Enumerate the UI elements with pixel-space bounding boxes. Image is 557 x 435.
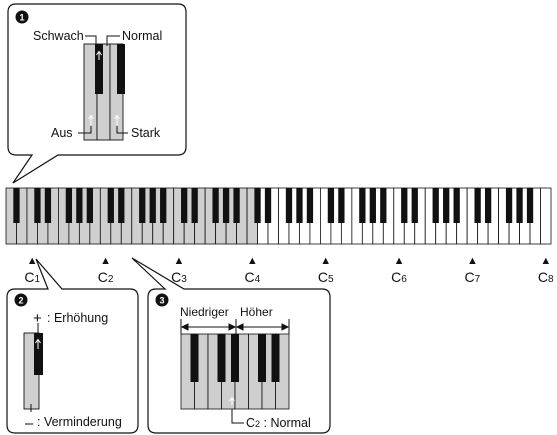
octave-marker-triangle: ▲ [173, 255, 184, 267]
octave-marker-triangle: ▲ [394, 255, 405, 267]
octave-label: C3 [171, 269, 187, 285]
black-key [401, 188, 408, 223]
label-erhoehung: : Erhöhung [47, 311, 108, 325]
black-key [369, 188, 376, 223]
black-key [306, 188, 314, 223]
callout-1-keys [83, 43, 125, 141]
black-key [76, 188, 83, 223]
label-schwach: Schwach [33, 29, 84, 43]
octave-marker-triangle: ▲ [320, 255, 331, 267]
octave-label: C8 [538, 269, 554, 285]
octave-label: C4 [244, 269, 260, 285]
white-key [540, 187, 552, 245]
range-arrows [180, 319, 290, 334]
label-stark: Stark [131, 126, 161, 140]
label-niedriger: Niedriger [180, 305, 229, 319]
keyboard [5, 187, 552, 245]
black-key [254, 188, 261, 223]
black-key [181, 188, 188, 223]
black-key [139, 188, 146, 223]
black-key [13, 188, 20, 223]
black-key [453, 188, 460, 223]
callout-3-leader [229, 396, 244, 424]
black-key [44, 188, 52, 223]
octave-marker-triangle: ▲ [467, 255, 478, 267]
black-key [432, 188, 439, 223]
mini-black-key [258, 334, 266, 382]
callout-2-number: 2 [18, 296, 23, 306]
octave-label: C7 [465, 269, 481, 285]
black-key [264, 188, 272, 223]
minus-sign: – [25, 415, 34, 432]
black-key [118, 188, 125, 223]
mini-black-key [190, 334, 199, 382]
octave-marker-triangle: ▲ [247, 255, 258, 267]
black-key [338, 188, 345, 223]
octave-label: C1 [24, 269, 40, 285]
octave-markers: ▲ C1 ▲ C2 ▲ C3 ▲ C4 ▲ C5 ▲ C6 ▲ C7 ▲ C8 [24, 255, 554, 285]
black-key [484, 188, 492, 223]
black-key [443, 188, 450, 223]
black-key [34, 188, 41, 223]
callout-1-number: 1 [19, 13, 24, 23]
octave-label: C6 [391, 269, 407, 285]
black-key [296, 188, 303, 223]
black-key [516, 188, 523, 223]
callout-1-leader-lines [78, 35, 128, 134]
octave-label: C5 [318, 269, 334, 285]
black-key [86, 188, 93, 223]
label-aus: Aus [51, 126, 73, 140]
black-key [222, 188, 230, 223]
plus-sign: + [33, 310, 42, 327]
black-key [160, 188, 167, 223]
black-key [191, 188, 198, 223]
octave-marker-triangle: ▲ [100, 255, 111, 267]
octave-marker-triangle: ▲ [540, 255, 551, 267]
black-key [212, 188, 219, 223]
callout-3-number-badge [155, 293, 169, 307]
black-key [380, 188, 387, 223]
mini-keyboard [180, 333, 290, 410]
callout-3-number: 3 [159, 296, 164, 306]
callout-2-bubble [6, 258, 139, 434]
black-key [285, 188, 293, 223]
black-key [233, 188, 240, 223]
callout-1-number-badge [15, 10, 29, 24]
black-key [526, 188, 534, 223]
mini-black-key [217, 334, 226, 382]
black-key [65, 188, 73, 223]
mini-black-key [271, 334, 280, 382]
mini-black-key [231, 334, 239, 382]
black-key [107, 188, 114, 223]
black-key [359, 188, 366, 223]
black-key [327, 188, 335, 223]
label-normal: Normal [122, 29, 162, 43]
octave-label: C2 [98, 269, 114, 285]
callout-2-number-badge [14, 293, 28, 307]
black-key [149, 188, 156, 223]
label-verminderung: : Verminderung [37, 415, 122, 429]
octave-marker-triangle: ▲ [27, 255, 38, 267]
label-hoeher: Höher [240, 305, 273, 319]
black-key [474, 188, 481, 223]
black-key [505, 188, 513, 223]
black-key [411, 188, 418, 223]
callout-2-key [23, 323, 43, 412]
label-c2-normal: C2 : Normal [246, 416, 311, 430]
